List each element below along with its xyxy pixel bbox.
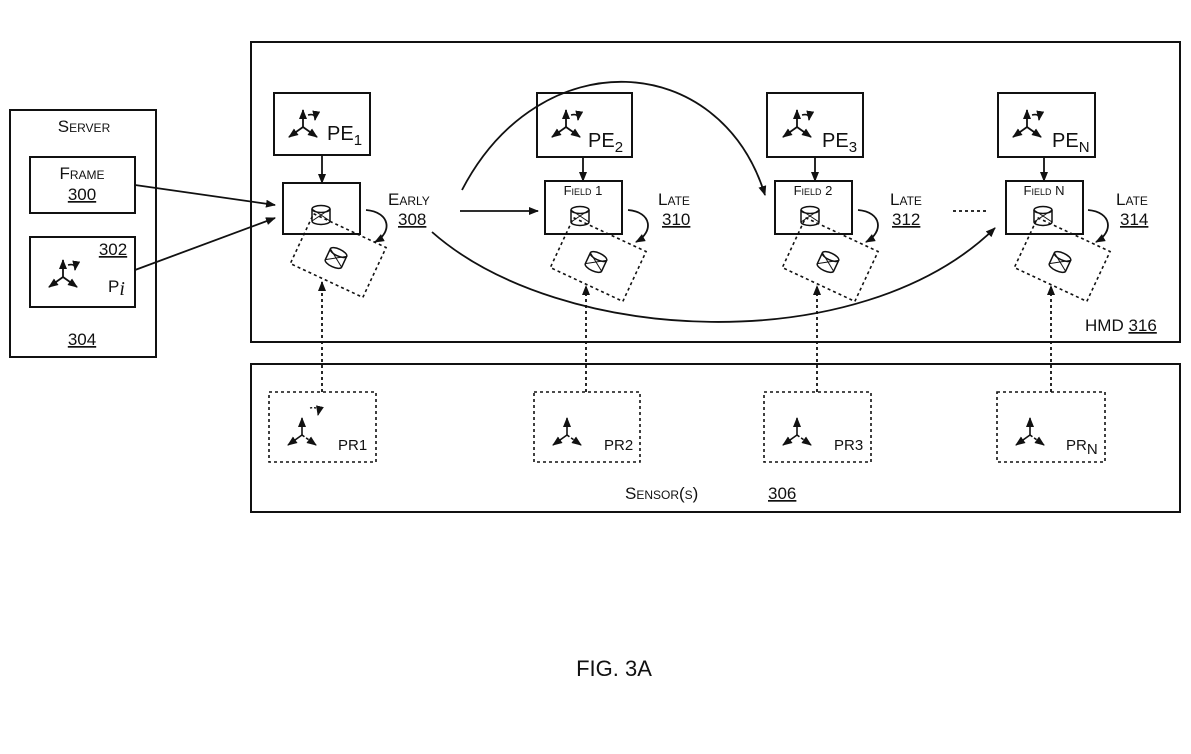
estimated-pose-box-3: PE3: [766, 92, 864, 158]
pose-axes-icon: [1016, 418, 1044, 445]
real-pose-label-3: PR3: [834, 437, 863, 454]
pose-axes-icon: [1013, 110, 1041, 137]
sensors-ref: 306: [768, 484, 796, 503]
server-title: Server: [58, 117, 111, 136]
warped-object-icon: [815, 248, 841, 276]
render-box-n: Field N: [1005, 180, 1084, 235]
warped-object-icon: [1047, 248, 1073, 276]
warped-box-3: [781, 216, 880, 303]
warp-ref-3: 312: [892, 210, 920, 229]
frame-to-render-arrow: [134, 184, 276, 208]
real-pose-box-1: PR1: [268, 391, 377, 463]
pose-axes-icon: [783, 418, 811, 445]
render-box-2: Field 1: [544, 180, 623, 235]
estimated-pose-label-n: PEN: [1052, 130, 1090, 156]
warped-box-2: [549, 216, 648, 303]
estimated-pose-label-2: PE2: [588, 130, 623, 156]
estimated-pose-label-3: PE3: [822, 130, 857, 156]
warped-object-icon: [583, 248, 609, 276]
real-pose-box-3: PR3: [763, 391, 872, 463]
real-pose-box-n: PRN: [996, 391, 1106, 463]
render-label-3: Field 2: [794, 183, 833, 198]
pose-axes-icon: [783, 110, 811, 137]
warp-label-3: Late: [890, 190, 922, 209]
real-pose-label-n: PRN: [1066, 437, 1098, 458]
warp-arrow-3: [857, 209, 879, 243]
render-box-1: [282, 182, 361, 235]
sensors-box: Sensor(s) 306: [250, 363, 1181, 513]
frame-label: Frame: [59, 164, 104, 183]
hmd-label: HMD 316: [1085, 316, 1157, 335]
pose-axes-icon: [289, 110, 317, 137]
column-1: PE1 Early 308 PR1: [268, 92, 430, 463]
frame-ref: 300: [68, 185, 96, 204]
initial-pose-box: 302 Pi: [29, 236, 136, 308]
server-ref: 304: [68, 330, 96, 349]
warp-arrow-2: [627, 209, 649, 243]
hmd-box: HMD 316: [250, 41, 1181, 343]
warp-ref-1: 308: [398, 210, 426, 229]
render-label-2: Field 1: [564, 183, 603, 198]
server-box: Server 304 Frame 300 302 Pi: [9, 109, 157, 358]
sensors-label: Sensor(s): [625, 484, 698, 503]
real-pose-box-2: PR2: [533, 391, 641, 463]
column-3: PE3 Field 2 Late 312 PR3: [763, 92, 922, 463]
warped-object-icon: [323, 244, 349, 272]
estimated-pose-label-1: PE1: [327, 123, 362, 149]
real-pose-label-1: PR1: [338, 437, 367, 454]
initial-pose-ref: 302: [99, 240, 127, 259]
warp-arrow-1: [365, 209, 388, 243]
pose-axes-icon: [552, 110, 580, 137]
warp-label-2: Late: [658, 190, 690, 209]
arc-arrow-early-to-field2: [461, 80, 767, 196]
warp-ref-n: 314: [1120, 210, 1148, 229]
estimated-pose-box-n: PEN: [997, 92, 1096, 158]
figure-caption: FIG. 3A: [576, 656, 652, 681]
warp-label-n: Late: [1116, 190, 1148, 209]
arc-arrow-early-to-fieldn: [431, 227, 996, 323]
estimated-pose-box-2: PE2: [536, 92, 633, 158]
pose-axes-icon: [49, 260, 77, 287]
warped-box-1: [289, 212, 388, 299]
render-label-n: Field N: [1024, 183, 1065, 198]
estimated-pose-box-1: PE1: [273, 92, 371, 156]
column-2: PE2 Field 1 Late 310 PR2: [533, 92, 690, 463]
render-box-3: Field 2: [774, 180, 853, 235]
column-n: PEN Field N Late 314 PRN: [996, 92, 1148, 463]
real-pose-label-2: PR2: [604, 437, 633, 454]
warp-arrow-n: [1087, 209, 1109, 243]
pose-to-render-arrow: [134, 217, 276, 271]
object-icon: [570, 205, 590, 227]
frame-box: Frame 300: [29, 156, 136, 214]
warped-box-n: [1013, 216, 1112, 303]
pose-axes-icon: [553, 418, 581, 445]
warp-ref-2: 310: [662, 210, 690, 229]
warp-label-1: Early: [388, 190, 430, 209]
pose-axes-icon: [288, 418, 316, 445]
initial-pose-label: Pi: [108, 277, 125, 300]
